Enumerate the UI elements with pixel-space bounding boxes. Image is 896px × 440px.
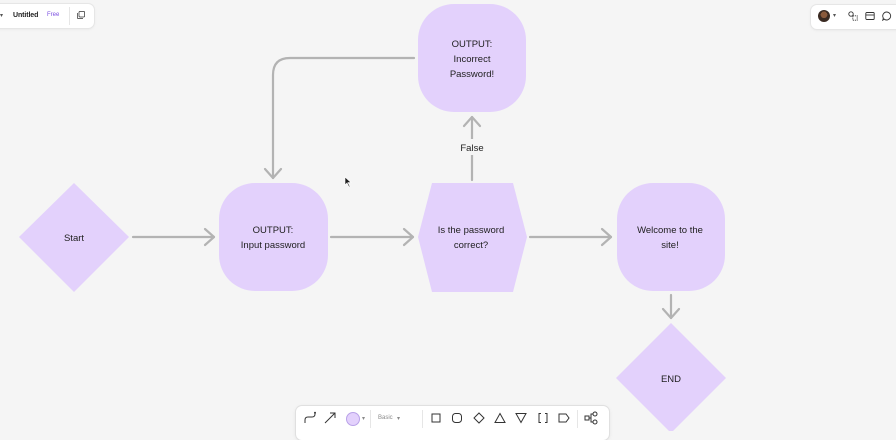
shapes-icon[interactable]: [848, 11, 858, 21]
node-start[interactable]: Start: [19, 183, 129, 292]
node-decision-line2: correct?: [454, 240, 488, 251]
edge-label-false: False: [455, 139, 489, 155]
node-input-line2: Input password: [241, 240, 305, 251]
layers-icon[interactable]: [77, 11, 85, 19]
edge-label-false-text: False: [460, 143, 483, 154]
ellipse-icon[interactable]: [450, 411, 464, 425]
avatar[interactable]: [818, 10, 830, 22]
arrow-icon[interactable]: [323, 411, 337, 425]
node-welcome[interactable]: Welcome to the site!: [617, 183, 725, 291]
edge-start-to-input[interactable]: [131, 227, 216, 247]
file-panel: ▾ Untitled Free: [0, 4, 94, 28]
triangle-icon[interactable]: [493, 411, 507, 425]
node-decision-line1: Is the password: [438, 225, 505, 236]
frame-icon[interactable]: [865, 11, 875, 21]
collaboration-panel: ▾: [811, 5, 896, 29]
braces-icon[interactable]: [536, 411, 550, 425]
stroke-style-label[interactable]: Basic: [378, 415, 393, 421]
node-end[interactable]: END: [616, 323, 726, 433]
divider: [69, 7, 70, 25]
node-incorrect-password[interactable]: OUTPUT: Incorrect Password!: [418, 4, 526, 112]
plan-badge[interactable]: Free: [47, 12, 60, 18]
divider: [577, 410, 578, 428]
rectangle-icon[interactable]: [429, 411, 443, 425]
divider: [370, 410, 371, 428]
chevron-down-icon[interactable]: ▾: [833, 13, 837, 19]
edge-decision-to-welcome[interactable]: [528, 227, 613, 247]
node-incorrect-line1: OUTPUT:: [452, 39, 493, 50]
chevron-down-icon[interactable]: ▾: [362, 416, 366, 422]
node-welcome-line1: Welcome to the: [637, 225, 703, 236]
node-end-label: END: [661, 374, 681, 385]
edge-welcome-to-end[interactable]: [661, 293, 681, 320]
connector-icon[interactable]: [303, 411, 317, 425]
flowchart: .edge { fill: none; stroke: #b3b3b3; str…: [19, 4, 726, 433]
divider: [422, 410, 423, 428]
file-title[interactable]: Untitled: [13, 12, 39, 19]
node-start-label: Start: [64, 233, 84, 244]
fill-color-swatch[interactable]: [346, 412, 360, 426]
flow-icon[interactable]: [584, 411, 598, 425]
tag-icon[interactable]: [557, 411, 571, 425]
down-triangle-icon[interactable]: [514, 411, 528, 425]
comment-icon[interactable]: [882, 11, 892, 21]
edge-incorrect-to-input[interactable]: [263, 56, 416, 180]
chevron-down-icon[interactable]: ▾: [0, 13, 4, 19]
node-welcome-line2: site!: [661, 240, 678, 251]
diamond-icon[interactable]: [472, 411, 486, 425]
chevron-down-icon[interactable]: ▾: [397, 416, 401, 422]
node-input-line1: OUTPUT:: [253, 225, 294, 236]
edge-input-to-decision[interactable]: [329, 227, 415, 247]
mouse-cursor-icon: [344, 176, 352, 188]
node-input-password[interactable]: OUTPUT: Input password: [219, 183, 328, 291]
node-incorrect-line2: Incorrect: [454, 54, 491, 65]
bottom-toolbar: ▾ Basic ▾: [296, 406, 609, 440]
node-decision[interactable]: Is the password correct?: [418, 183, 527, 292]
node-incorrect-line3: Password!: [450, 69, 494, 80]
